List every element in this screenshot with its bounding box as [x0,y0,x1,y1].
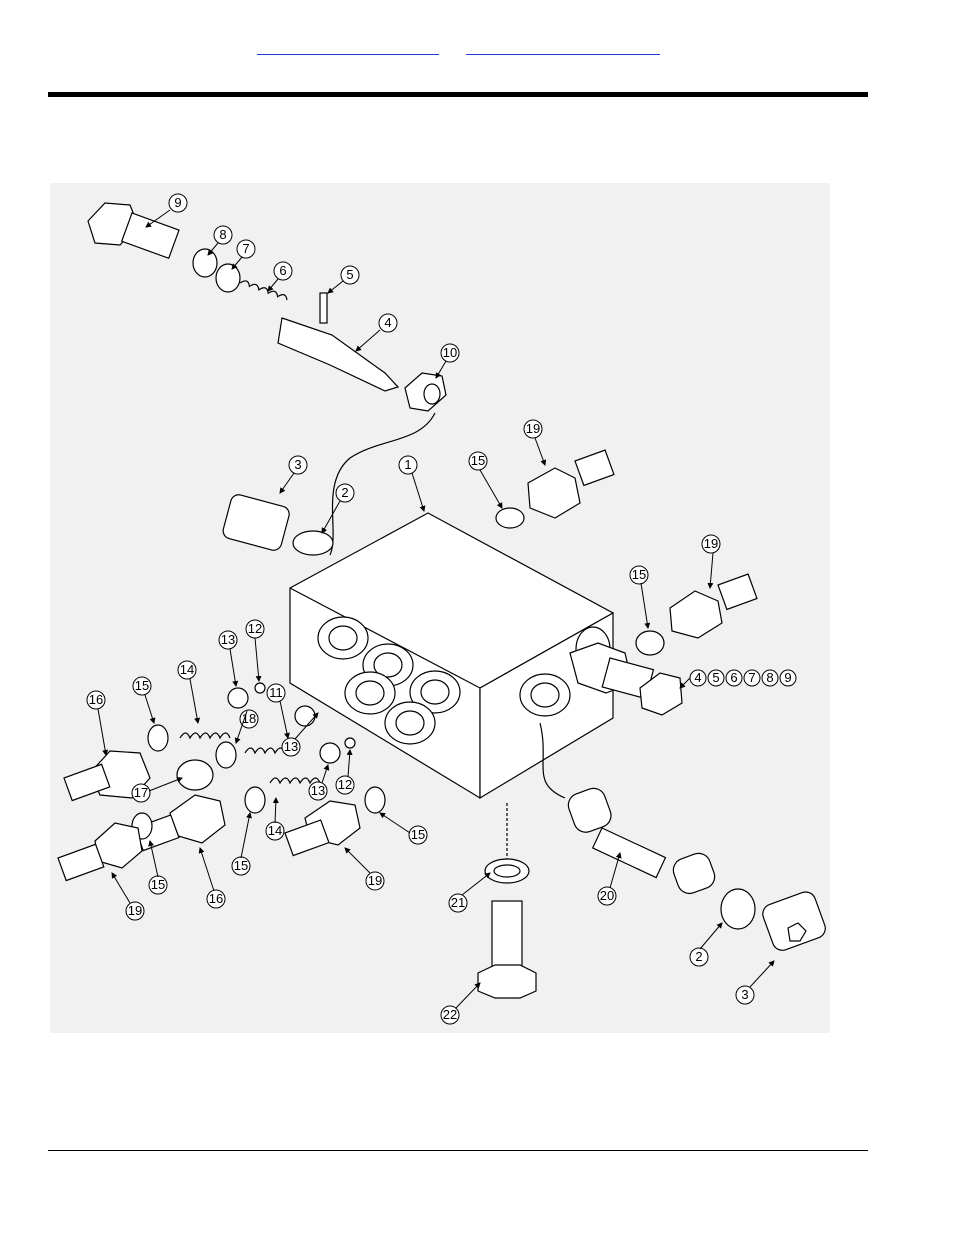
callout-15-c-label: 15 [135,678,149,693]
group-callout-9-label: 9 [784,670,791,685]
callout-19-b [701,534,721,554]
callout-2-upper-label: 2 [341,485,348,500]
group-callout-7 [743,669,761,687]
callout-15-a [468,451,488,471]
group-callout-5 [707,669,725,687]
callout-4-label: 4 [384,315,391,330]
group-callout-6 [725,669,743,687]
header-link-1[interactable] [257,42,439,55]
callout-14-a-label: 14 [180,662,194,677]
group-callout-6-label: 6 [730,670,737,685]
exploded-parts-diagram: 9 8 7 6 5 4 10 3 2 1 15 19 15 19 12 13 1… [50,183,830,1033]
group-callout-9 [779,669,797,687]
callout-19-a-label: 19 [526,421,540,436]
callout-13-a-label: 13 [221,632,235,647]
callout-22 [440,1005,460,1025]
callout-15-e-label: 15 [151,877,165,892]
callout-3-lower [735,985,755,1005]
callout-19-a [523,419,543,439]
header-link-2[interactable] [466,42,660,55]
callout-20 [597,886,617,906]
callout-17 [131,783,151,803]
callout-12-a-label: 12 [248,621,262,636]
callout-13-c-label: 13 [311,783,325,798]
callout-7-label: 7 [242,241,249,256]
callout-19-c-label: 19 [128,903,142,918]
fitting-upper [495,449,615,529]
callout-8 [213,225,233,245]
callout-16-a-label: 16 [89,692,103,707]
callout-17-label: 17 [134,785,148,800]
callout-10 [440,343,460,363]
callout-15-d-label: 15 [411,827,425,842]
callout-1-label: 1 [404,457,411,472]
callout-19-b-label: 19 [704,536,718,551]
group-callout-8 [761,669,779,687]
left-fittings [57,682,386,882]
callout-6 [273,261,293,281]
callout-15-c [132,676,152,696]
callout-20-label: 20 [600,888,614,903]
callout-14-b-label: 14 [268,823,282,838]
group-callout-8-label: 8 [766,670,773,685]
plug-upper [222,494,334,556]
callout-19-d-label: 19 [368,873,382,888]
callout-3-upper [288,455,308,475]
header-rule [48,92,868,97]
callout-6-label: 6 [279,263,286,278]
callout-11-label: 11 [269,685,283,700]
callout-18 [239,709,259,729]
group-callout-7-label: 7 [748,670,755,685]
callout-16-b-label: 16 [209,891,223,906]
callout-7 [236,239,256,259]
callout-22-label: 22 [443,1007,457,1022]
callout-13-b [281,737,301,757]
bottom-bolt [477,803,537,999]
callout-5-label: 5 [346,267,353,282]
relief-cartridge-parts [87,202,447,556]
callout-1 [398,455,418,475]
callout-5 [340,265,360,285]
valve-body-block [289,512,614,800]
callout-21-label: 21 [451,895,465,910]
right-cartridge-bolt [569,642,683,716]
callout-15-f-label: 15 [234,858,248,873]
callout-13-c [308,781,328,801]
callout-4 [378,313,398,333]
callout-16-b [206,889,226,909]
spool-and-plug [539,722,826,951]
callout-11 [266,683,286,703]
callout-14-a [177,660,197,680]
fitting-right [635,573,758,656]
group-callout-5-label: 5 [712,670,719,685]
group-callout-4-label: 4 [694,670,701,685]
callout-13-a [218,630,238,650]
callout-15-b [629,565,649,585]
callout-9-label: 9 [174,195,181,210]
callout-12-b-label: 12 [338,777,352,792]
callout-3-lower-label: 3 [741,987,748,1002]
callout-15-b-label: 15 [632,567,646,582]
footer-rule [48,1150,868,1151]
callout-21 [448,893,468,913]
callout-10-label: 10 [443,345,457,360]
callout-13-b-label: 13 [284,739,298,754]
callout-2-upper [335,483,355,503]
callout-16-a [86,690,106,710]
callout-2-lower-label: 2 [695,949,702,964]
callout-19-d [365,871,385,891]
callout-15-d [408,825,428,845]
callout-15-a-label: 15 [471,453,485,468]
callout-12-b [335,775,355,795]
callout-3-upper-label: 3 [294,457,301,472]
callout-18-label: 18 [242,711,256,726]
callout-9 [168,193,188,213]
callout-19-c [125,901,145,921]
callout-2-lower [689,947,709,967]
callout-8-label: 8 [219,227,226,242]
